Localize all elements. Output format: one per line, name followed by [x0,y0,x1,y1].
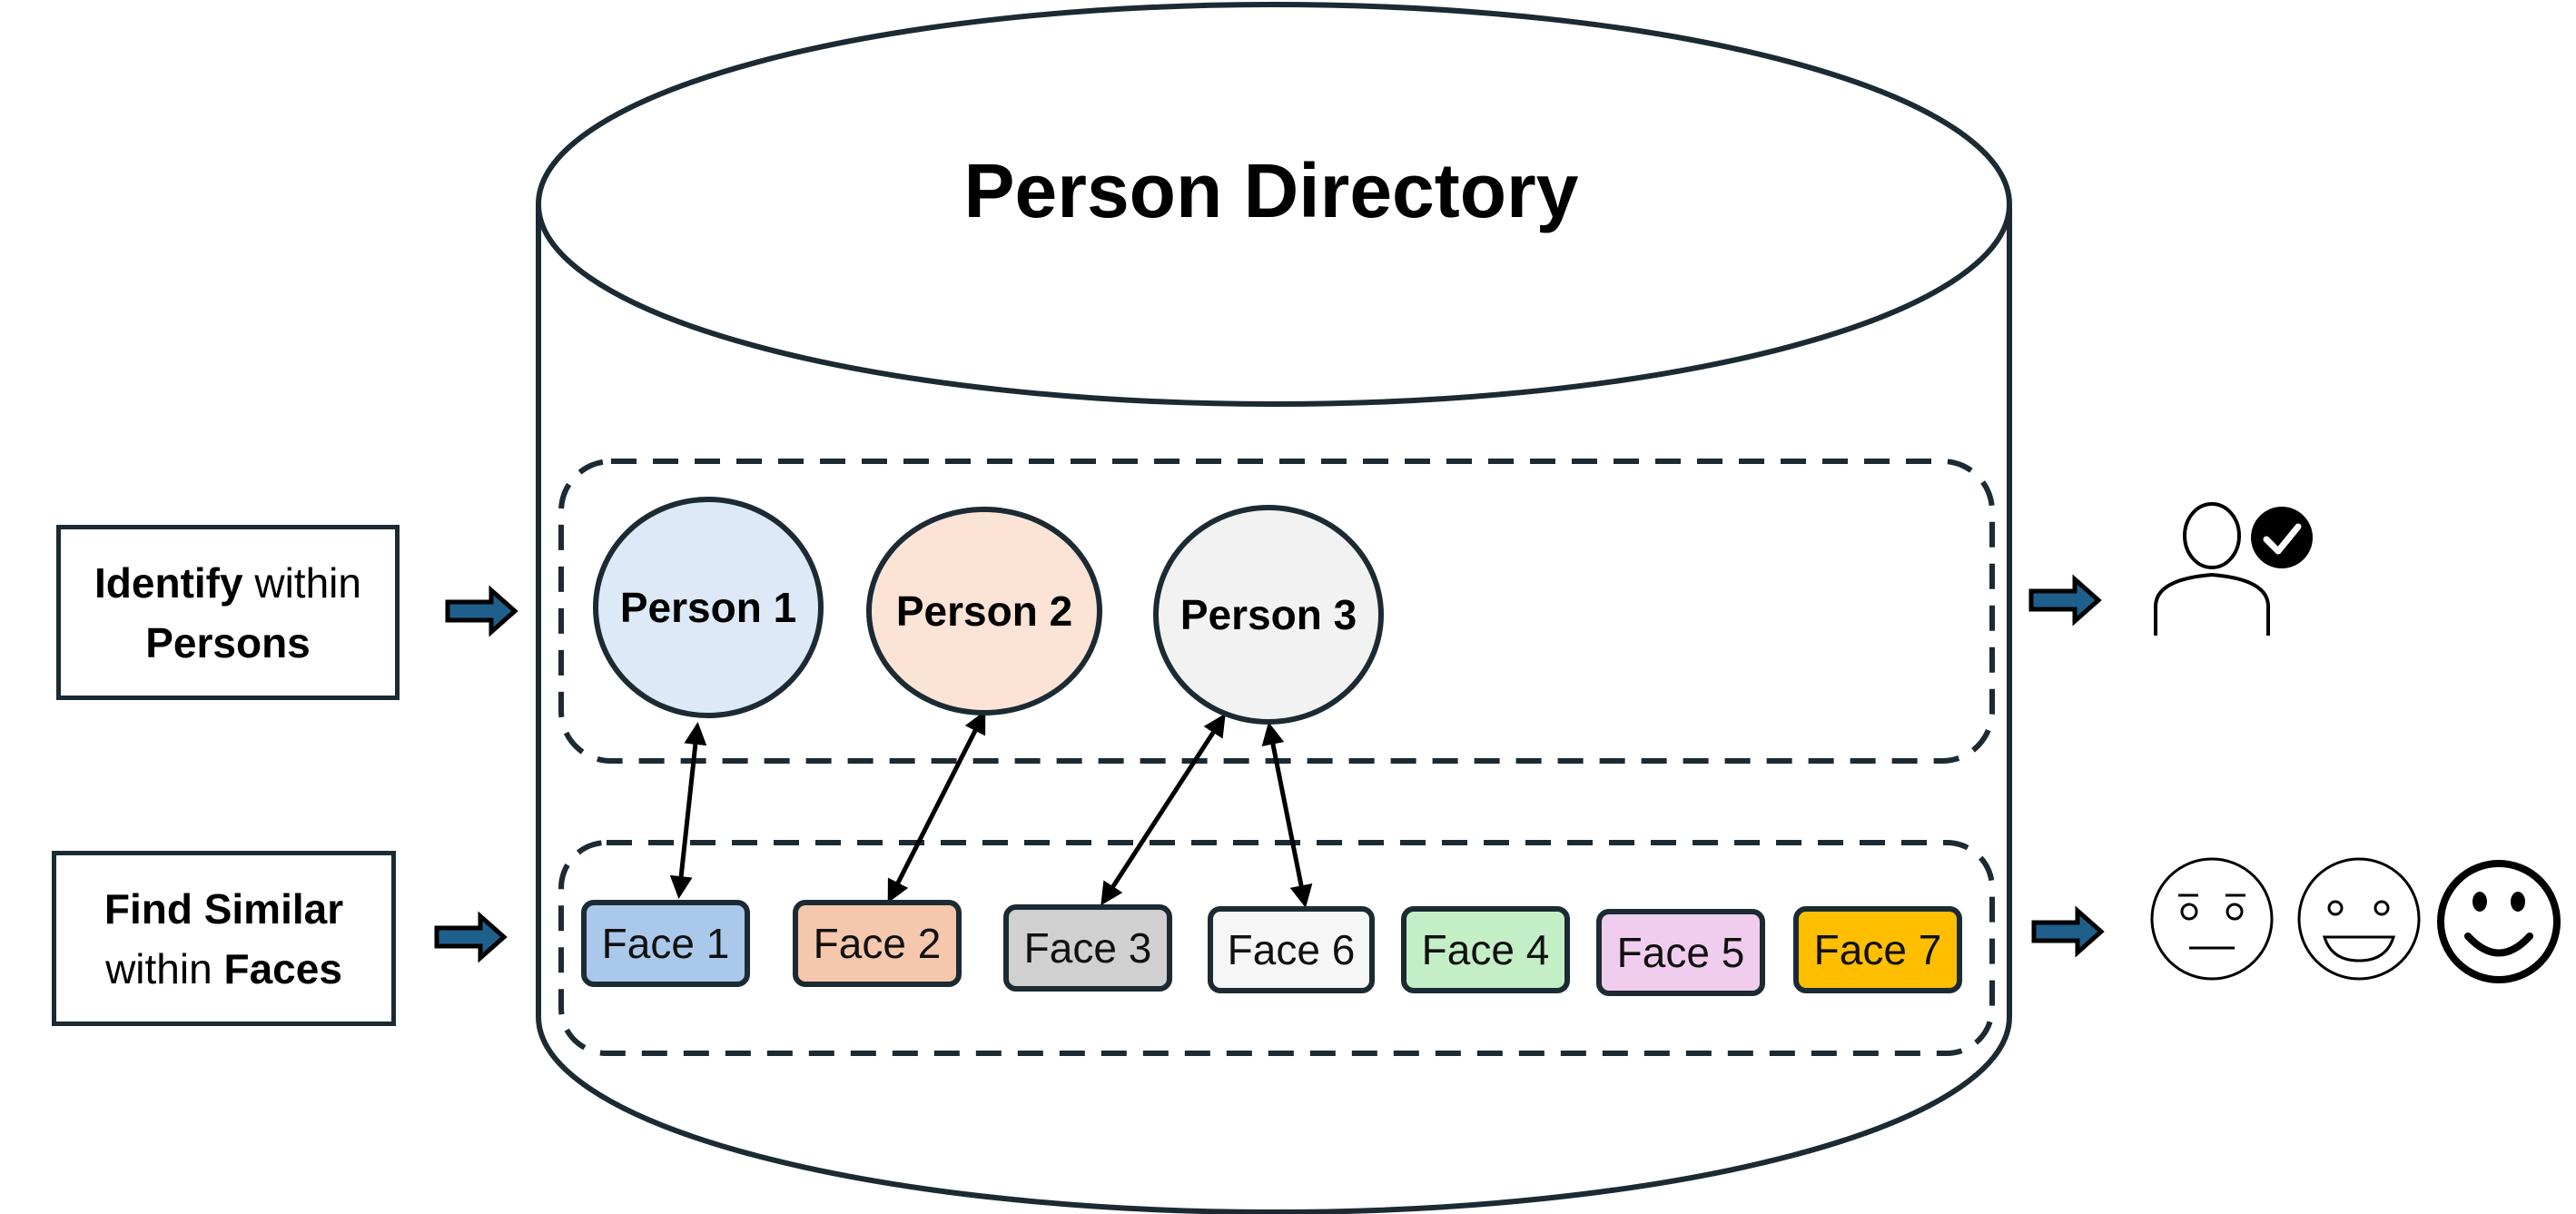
smiling-face-icon [2297,857,2421,981]
face-node: Face 2 [793,900,962,987]
person-verified-icon [2154,502,2313,636]
identify-persons: Persons [145,618,311,666]
find-similar-line-1: Find Similar [104,879,343,939]
face-node: Face 3 [1003,904,1172,992]
person-node: Person 2 [866,507,1102,716]
face-node: Face 4 [1401,906,1570,993]
identify-line-2: Persons [145,613,311,673]
face-label: Face 2 [813,920,942,967]
directory-title: Person Directory [963,148,1579,233]
find-similar-within-faces-label: Find Similar within Faces [52,851,396,1026]
person-label: Person 2 [895,587,1073,635]
happy-face-icon [2437,860,2561,983]
link-person3-face3 [1100,713,1226,906]
face-label: Face 7 [1813,926,1942,973]
person-node: Person 1 [593,497,824,718]
person-label: Person 1 [619,584,797,631]
face-label: Face 5 [1616,929,1745,976]
output-arrow-find-similar [2031,905,2105,958]
face-label: Face 1 [601,920,730,967]
neutral-face-icon [2150,857,2274,981]
face-node: Face 6 [1208,906,1375,993]
find-similar-line-2: within Faces [105,939,342,999]
identify-bold: Identify [94,558,243,607]
output-arrow-identify [2028,574,2102,627]
face-label: Face 4 [1421,926,1550,973]
link-person1-face1 [669,722,707,899]
face-node: Face 1 [581,900,750,987]
identify-line-1: Identify within [94,553,361,613]
link-person2-face2 [887,710,986,903]
face-label: Face 6 [1227,926,1356,973]
identify-within-persons-label: Identify within Persons [56,525,400,700]
find-similar-faces: Faces [223,944,342,992]
input-arrow-identify [445,585,518,637]
find-similar-bold: Find Similar [104,884,344,933]
person-node: Person 3 [1153,505,1384,725]
find-similar-pre: within [105,944,224,992]
identify-rest: within [242,558,361,607]
input-arrow-find-similar [434,911,508,963]
face-label: Face 3 [1023,924,1152,972]
person-label: Person 3 [1179,591,1357,638]
link-person3-face6 [1261,722,1313,908]
face-node: Face 7 [1793,906,1962,993]
face-node: Face 5 [1596,909,1765,996]
